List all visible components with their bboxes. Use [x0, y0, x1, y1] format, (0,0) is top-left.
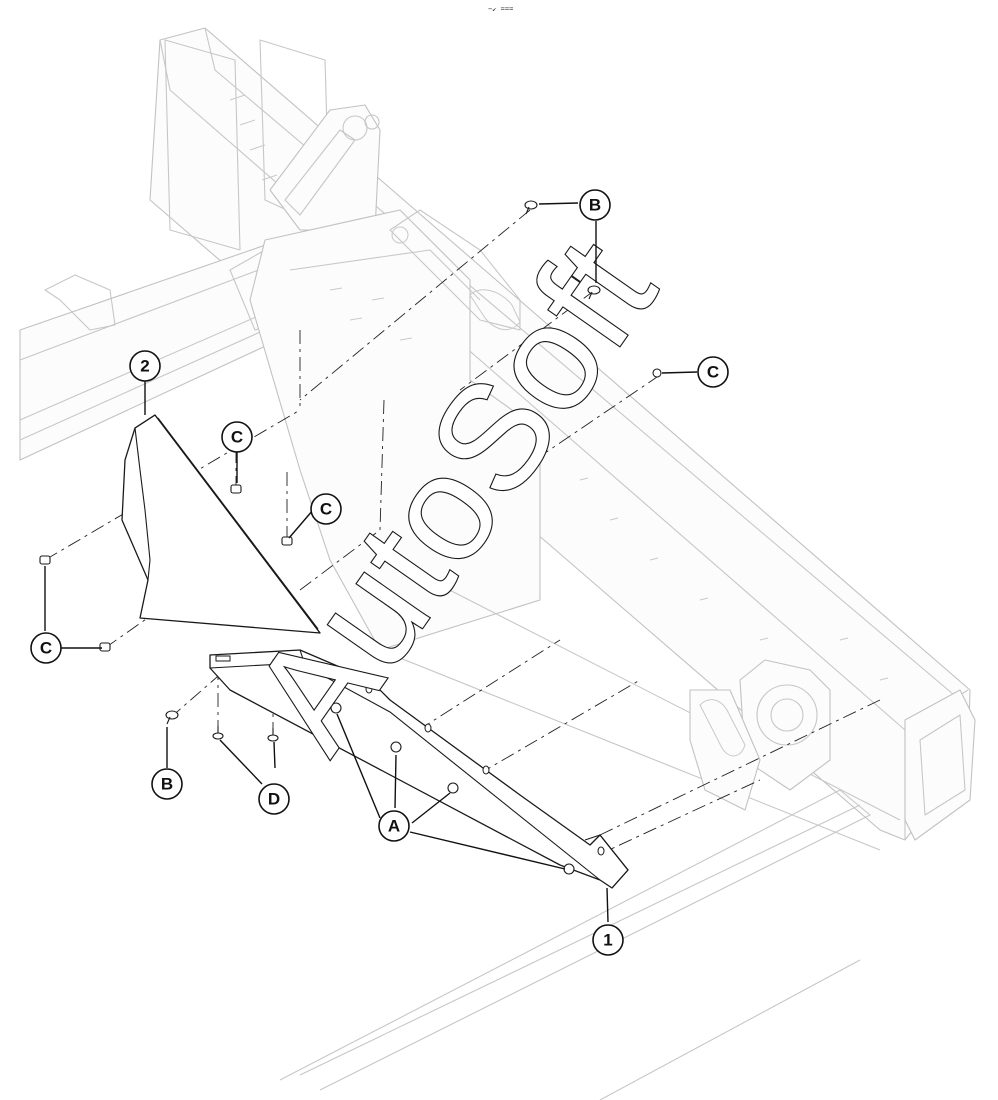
screw-b-upper-2	[587, 285, 601, 300]
nut-c-left-1	[39, 555, 51, 565]
callout-label-c-1: C	[707, 363, 719, 382]
cap-screw-a-2	[390, 741, 402, 753]
callout-bolt-d: D	[258, 783, 290, 815]
bolt-d-2	[267, 728, 279, 742]
callout-part-1: 1	[592, 924, 624, 956]
callout-label-c-2: C	[231, 428, 243, 447]
callout-label-c-4: C	[40, 639, 52, 658]
callout-label-2: 2	[140, 357, 149, 376]
callout-nut-c-1: C	[697, 356, 729, 388]
callout-nut-c-4: C	[30, 632, 62, 664]
corner-mark: −↙ ===	[488, 5, 513, 13]
callout-label-a: A	[388, 817, 400, 836]
callout-screw-b-upper: B	[579, 189, 611, 221]
header-frame-background	[19, 27, 976, 1100]
callout-label-d: D	[268, 790, 280, 809]
cap-screw-a-4	[563, 863, 575, 875]
callout-label-b-lower: B	[161, 775, 173, 794]
callout-label-c-3: C	[320, 500, 332, 519]
cap-screw-a-3	[447, 782, 459, 794]
bolt-d-1	[212, 726, 224, 740]
bracket-part-1	[209, 649, 629, 889]
nut-c-upper-right	[652, 368, 662, 378]
callout-label-b-upper: B	[589, 196, 601, 215]
cap-screw-a-1	[330, 702, 342, 714]
fasteners	[39, 200, 662, 875]
leader-lines	[44, 202, 698, 923]
callout-label-1: 1	[603, 931, 612, 950]
nut-c-on-shield-2	[281, 536, 293, 546]
callout-screw-b-lower: B	[151, 768, 183, 800]
callout-cap-screw-a: A	[378, 810, 410, 842]
screw-b-lower	[165, 710, 179, 725]
callout-part-2: 2	[129, 350, 161, 382]
shield-part-2	[121, 414, 321, 634]
nut-c-on-shield-1	[230, 484, 242, 494]
callout-nut-c-2: C	[221, 421, 253, 453]
callout-nut-c-3: C	[310, 493, 342, 525]
nut-c-left-2	[99, 642, 111, 652]
screw-b-upper-1	[524, 200, 538, 215]
